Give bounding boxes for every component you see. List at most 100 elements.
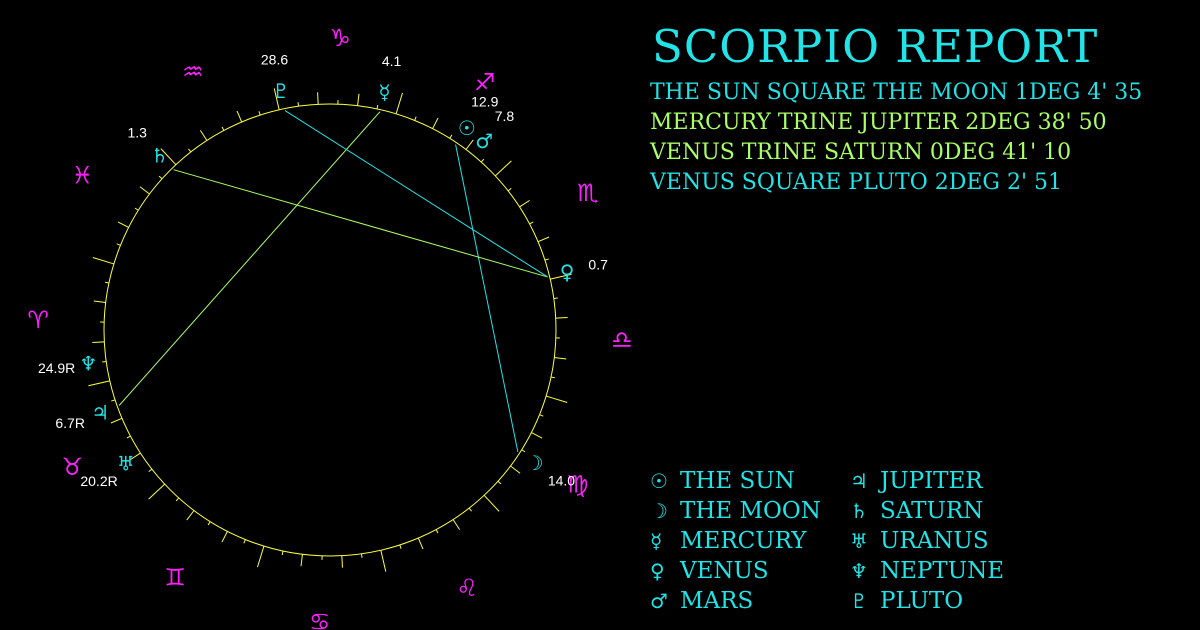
degree-tick — [341, 555, 343, 568]
aspect-list: The Sun square The Moon 1deg 4' 35 Mercur… — [650, 78, 1142, 198]
degree-tick — [158, 175, 163, 180]
neptune-icon: ♆ — [79, 352, 97, 376]
degree-tick — [494, 160, 512, 177]
degree-tick — [300, 554, 303, 567]
degree-tick — [273, 88, 280, 110]
legend-item-mars: ♂Mars — [650, 586, 821, 616]
aspect-line-sun-moon — [455, 144, 519, 453]
aries-icon: ♈ — [27, 306, 49, 334]
pisces-icon: ♓ — [72, 161, 94, 189]
taurus-icon: ♉ — [61, 453, 83, 481]
moon-icon: ☽ — [526, 451, 544, 475]
degree-tick — [550, 376, 556, 379]
degree-tick — [317, 92, 319, 105]
degree-tick — [257, 545, 265, 568]
jupiter-icon: ♃ — [850, 469, 868, 493]
planet-degree-label: 1.3 — [128, 124, 148, 140]
planet-degree-label: 24.9R — [38, 360, 75, 376]
degree-tick — [148, 483, 166, 500]
degree-tick — [555, 317, 568, 319]
neptune-icon: ♆ — [850, 559, 868, 583]
mars-icon: ♂ — [650, 589, 668, 613]
saturn-icon: ♄ — [151, 143, 169, 167]
planet-degree-label: 6.7R — [55, 415, 85, 431]
degree-tick — [380, 550, 387, 572]
capricorn-icon: ♑ — [329, 24, 351, 52]
degree-tick — [531, 432, 543, 439]
mercury-icon: ☿ — [378, 80, 390, 104]
planet-degree-label: 28.6 — [261, 52, 288, 68]
virgo-icon: ♍ — [567, 471, 589, 499]
degree-tick — [449, 134, 453, 139]
degree-tick — [104, 281, 110, 284]
aspect-line-venus-pluto — [284, 110, 548, 278]
mercury-icon: ☿ — [650, 529, 663, 553]
pluto-icon: ♇ — [850, 589, 868, 613]
wheel-circle — [103, 103, 557, 557]
gemini-icon: ♊ — [165, 564, 187, 592]
planet-degree-label: 4.1 — [382, 53, 402, 69]
degree-tick — [207, 521, 211, 526]
legend-item-jupiter: ♃ Jupiter — [850, 466, 1004, 496]
degree-tick — [521, 449, 526, 453]
legend-label: Saturn — [880, 498, 984, 524]
degree-tick — [281, 550, 284, 556]
degree-tick — [188, 148, 192, 153]
sagittarius-icon: ♐ — [474, 68, 496, 96]
degree-tick — [258, 111, 261, 116]
degree-tick — [139, 186, 150, 195]
degree-tick — [539, 414, 544, 417]
planet-degree-label: 0.7 — [588, 257, 608, 273]
legend-column-right: ♃Jupiter♄Saturn♅Uranus♆Neptune♇Pluto — [850, 466, 1004, 616]
aspect-item: The Sun square The Moon 1deg 4' 35 — [650, 80, 1143, 105]
legend-item-neptune: ♆ Neptune — [850, 556, 1004, 586]
aspect-line-venus-saturn — [173, 169, 548, 278]
degree-tick — [507, 188, 512, 192]
legend-label: Uranus — [880, 528, 989, 554]
degree-ticks — [88, 88, 572, 572]
degree-tick — [465, 139, 474, 150]
degree-tick — [399, 544, 402, 549]
legend-item-the-sun: ☉The Sun — [650, 466, 821, 496]
degree-tick — [110, 417, 123, 424]
legend-item-uranus: ♅Uranus — [850, 526, 1004, 556]
degree-tick — [92, 341, 105, 343]
legend-item-venus: ♀Venus — [650, 556, 821, 586]
scorpio-icon: ♏ — [577, 179, 599, 207]
leo-icon: ♌ — [456, 574, 478, 602]
degree-tick — [160, 148, 177, 166]
degree-tick — [111, 399, 116, 402]
moon-icon: ☽ — [650, 499, 668, 523]
aspect-item: Venus trine Saturn 0deg 41' 10 — [650, 140, 1072, 165]
aspect-item: Venus square Pluto 2deg 2' 51 — [650, 170, 1063, 195]
degree-tick — [186, 510, 195, 521]
legend-label: Neptune — [880, 558, 1005, 584]
degree-tick — [468, 507, 472, 512]
degree-tick — [417, 537, 424, 550]
degree-tick — [452, 519, 461, 530]
legend-label: Mercury — [680, 528, 807, 554]
degree-tick — [93, 300, 106, 303]
degree-tick — [130, 452, 141, 461]
degree-tick — [553, 297, 558, 300]
aspect-item: Mercury trine Jupiter 2deg 38' 50 — [650, 110, 1107, 135]
degree-tick — [550, 273, 572, 280]
degree-tick — [435, 529, 439, 534]
legend-label: The Moon — [680, 498, 821, 524]
degree-tick — [148, 468, 153, 472]
zodiac-wheel: ♈♉♊♋♌♍♎♏♐♑♒♓☉12.9☽14.0☿4.1♀0.7♂7.8♃6.7R♄… — [27, 24, 632, 630]
pluto-icon: ♇ — [272, 79, 290, 103]
planet-degree-label: 12.9 — [471, 93, 498, 109]
degree-tick — [175, 497, 180, 502]
degree-tick — [117, 221, 129, 228]
aspect-line-mercury-jupiter — [118, 111, 381, 406]
degree-tick — [395, 92, 403, 115]
legend-label: Jupiter — [880, 468, 983, 494]
saturn-icon: ♄ — [850, 499, 868, 523]
legend-item-mercury: ☿ Mercury — [650, 526, 821, 556]
degree-tick — [236, 110, 243, 123]
degree-tick — [297, 102, 300, 107]
jupiter-icon: ♃ — [91, 400, 109, 424]
venus-icon: ♀ — [650, 559, 665, 583]
degree-tick — [126, 435, 131, 439]
